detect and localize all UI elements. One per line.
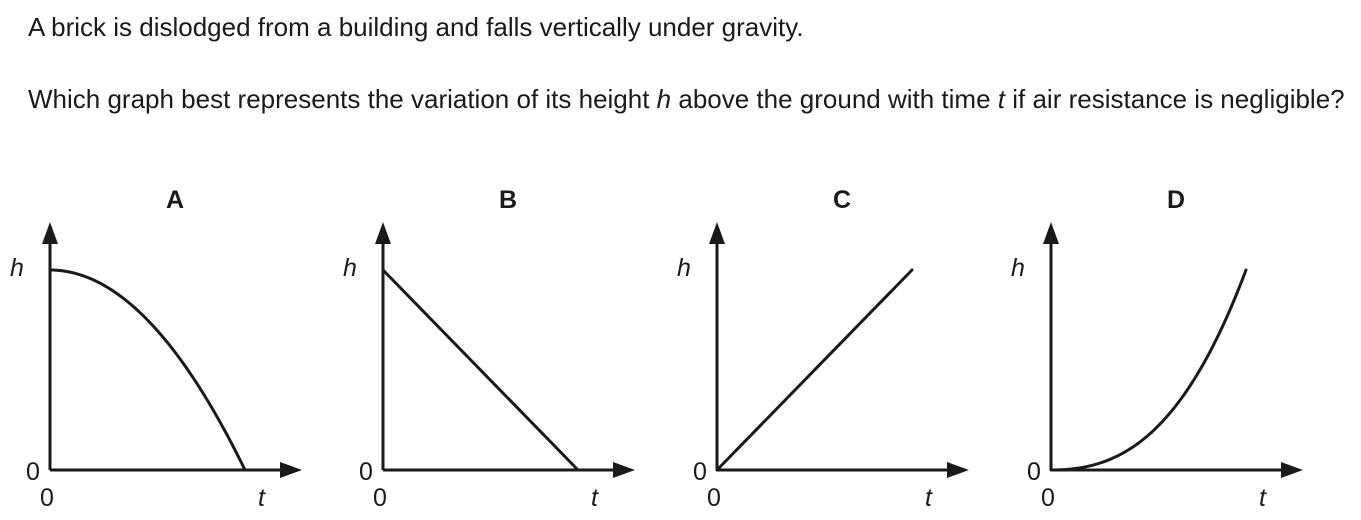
x-axis-arrow xyxy=(947,462,969,478)
prompt-text-1: Which graph best represents the variatio… xyxy=(28,84,657,114)
graph-c-curve xyxy=(715,268,914,472)
graph-b-curve xyxy=(381,268,580,472)
y-axis-label: h xyxy=(1011,254,1025,282)
x-axis-label: t xyxy=(591,484,598,512)
x-axis-arrow xyxy=(1281,462,1303,478)
x-zero-label: 0 xyxy=(373,484,387,512)
graph-b-plot xyxy=(375,222,635,478)
prompt-text-2: above the ground with time xyxy=(671,84,998,114)
y-axis-arrow xyxy=(375,222,391,244)
graph-label-a: A xyxy=(165,186,185,214)
graph-label-d: D xyxy=(1166,186,1186,214)
variable-h: h xyxy=(656,84,672,114)
y-axis-label: h xyxy=(677,254,691,282)
y-axis-label: h xyxy=(10,254,24,282)
variable-t: t xyxy=(997,84,1006,114)
y-axis-label: h xyxy=(343,254,357,282)
graph-c-plot xyxy=(709,222,969,478)
y-axis-arrow xyxy=(1043,222,1059,244)
x-axis-label: t xyxy=(925,484,932,512)
y-axis-arrow xyxy=(42,222,58,244)
question-statement: A brick is dislodged from a building and… xyxy=(28,12,804,42)
graph-a-plot xyxy=(42,222,302,478)
graph-d-plot xyxy=(1043,222,1303,478)
question-prompt: Which graph best represents the variatio… xyxy=(28,82,1348,116)
y-zero-label: 0 xyxy=(359,458,373,486)
x-zero-label: 0 xyxy=(1041,484,1055,512)
y-zero-label: 0 xyxy=(1027,458,1041,486)
x-zero-label: 0 xyxy=(707,484,721,512)
y-zero-label: 0 xyxy=(693,458,707,486)
x-axis-label: t xyxy=(258,484,265,512)
x-axis-label: t xyxy=(1259,484,1266,512)
x-zero-label: 0 xyxy=(40,484,54,512)
y-axis-arrow xyxy=(709,222,725,244)
prompt-text-3: if air resistance is negligible? xyxy=(1005,84,1345,114)
graph-a-curve xyxy=(48,268,247,472)
graph-d-curve xyxy=(1049,268,1248,472)
graph-label-c: C xyxy=(832,186,852,214)
x-axis-arrow xyxy=(613,462,635,478)
x-axis-arrow xyxy=(280,462,302,478)
graph-label-b: B xyxy=(498,186,518,214)
y-zero-label: 0 xyxy=(26,458,40,486)
